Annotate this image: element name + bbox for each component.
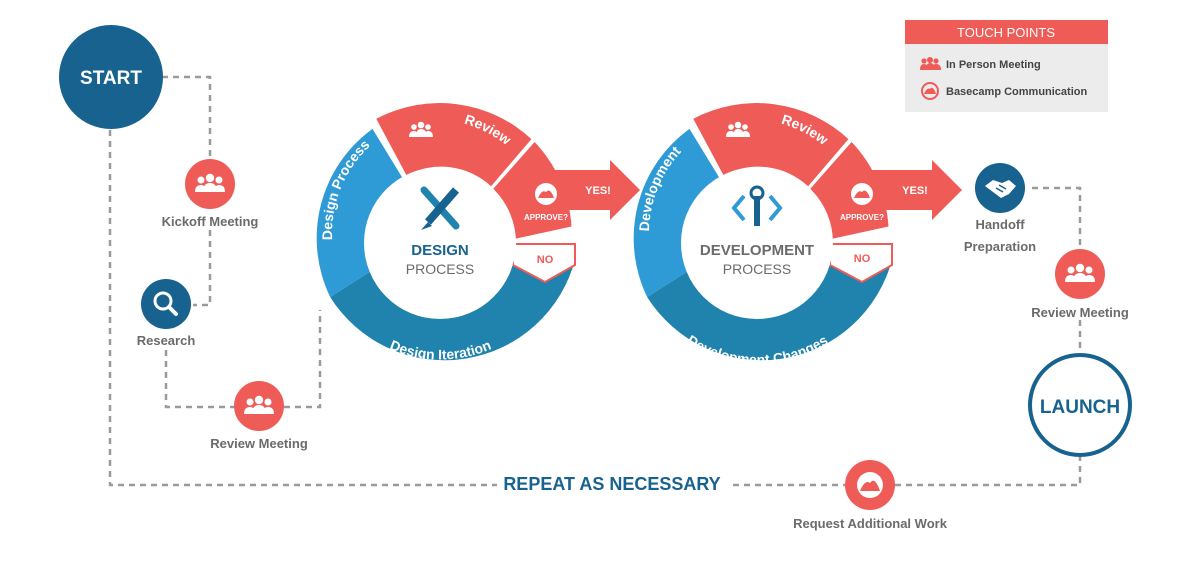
- legend-title: TOUCH POINTS: [957, 25, 1055, 40]
- handshake-icon: [985, 180, 1016, 198]
- dev-approve-segment: [810, 142, 889, 240]
- people-icon: [1065, 263, 1095, 282]
- dev-yes-arrow: [866, 160, 962, 220]
- review-meeting-left-node: [234, 381, 284, 431]
- review-meeting-left-label: Review Meeting: [210, 436, 308, 451]
- dev-title: DEVELOPMENT: [700, 242, 814, 259]
- launch-label: LAUNCH: [1040, 397, 1120, 418]
- design-yes-label: YES!: [585, 185, 611, 197]
- pencil-ruler-icon: [420, 186, 460, 230]
- people-icon: [920, 57, 941, 70]
- repeat-label: REPEAT AS NECESSARY: [503, 474, 720, 494]
- handoff-label-line2: Preparation: [964, 239, 1036, 254]
- design-process-segment: [316, 128, 405, 298]
- design-approve-segment: [493, 142, 572, 240]
- research-label: Research: [137, 333, 196, 348]
- development-segment: [633, 128, 722, 298]
- design-subtitle: PROCESS: [406, 261, 474, 277]
- connector-request-launch: [895, 455, 1082, 487]
- dev-review-segment: [693, 103, 849, 187]
- magnifier-icon: [153, 291, 178, 316]
- connector-research-review: [164, 350, 236, 409]
- connector-start-repeat: [108, 130, 497, 487]
- design-no-label: NO: [537, 254, 554, 266]
- legend-item2: Basecamp Communication: [946, 86, 1087, 98]
- connector-start-kickoff: [162, 75, 212, 160]
- dev-subtitle: PROCESS: [723, 261, 791, 277]
- design-review-segment: [376, 103, 532, 187]
- review-meeting-right-node: [1055, 249, 1105, 299]
- dev-center: [681, 167, 833, 319]
- basecamp-icon: [857, 472, 883, 498]
- connector-kickoff-research: [193, 230, 212, 307]
- legend-header: [905, 20, 1108, 44]
- handoff-label-line1: Handoff: [975, 217, 1025, 232]
- code-wrench-icon: [731, 185, 783, 226]
- dev-yes-label: YES!: [902, 185, 928, 197]
- kickoff-label: Kickoff Meeting: [162, 214, 259, 229]
- request-node: [845, 460, 895, 510]
- design-cycle: YES! NO DESIGN PROCESS Design Process Re…: [316, 103, 640, 363]
- request-label: Request Additional Work: [793, 516, 948, 531]
- launch-node: [1028, 353, 1132, 457]
- start-node: [59, 25, 163, 129]
- dev-approve-label: APPROVE?: [840, 213, 884, 222]
- handoff-node: [975, 163, 1025, 213]
- legend: TOUCH POINTS In Person Meeting Basecamp …: [905, 20, 1108, 112]
- legend-item1: In Person Meeting: [946, 59, 1041, 71]
- basecamp-icon: [535, 183, 557, 205]
- kickoff-meeting-node: [185, 159, 235, 209]
- design-title: DESIGN: [411, 242, 469, 259]
- development-cycle: YES! NO DEVELOPMENT PROCESS Development …: [633, 103, 962, 367]
- connectors: [108, 75, 1082, 487]
- dev-no-label: NO: [854, 253, 871, 265]
- basecamp-icon: [921, 82, 939, 100]
- review-meeting-right-label: Review Meeting: [1031, 305, 1129, 320]
- connector-review-design: [284, 310, 322, 409]
- design-center: [364, 167, 516, 319]
- people-icon: [726, 121, 750, 137]
- design-approve-label: APPROVE?: [524, 213, 568, 222]
- research-node: [141, 279, 191, 329]
- people-icon: [409, 121, 433, 137]
- people-icon: [244, 395, 274, 414]
- design-yes-arrow: [548, 160, 640, 220]
- connector-handoff-review: [1032, 186, 1082, 250]
- basecamp-icon: [851, 183, 873, 205]
- start-label: START: [80, 68, 142, 89]
- people-icon: [195, 173, 225, 192]
